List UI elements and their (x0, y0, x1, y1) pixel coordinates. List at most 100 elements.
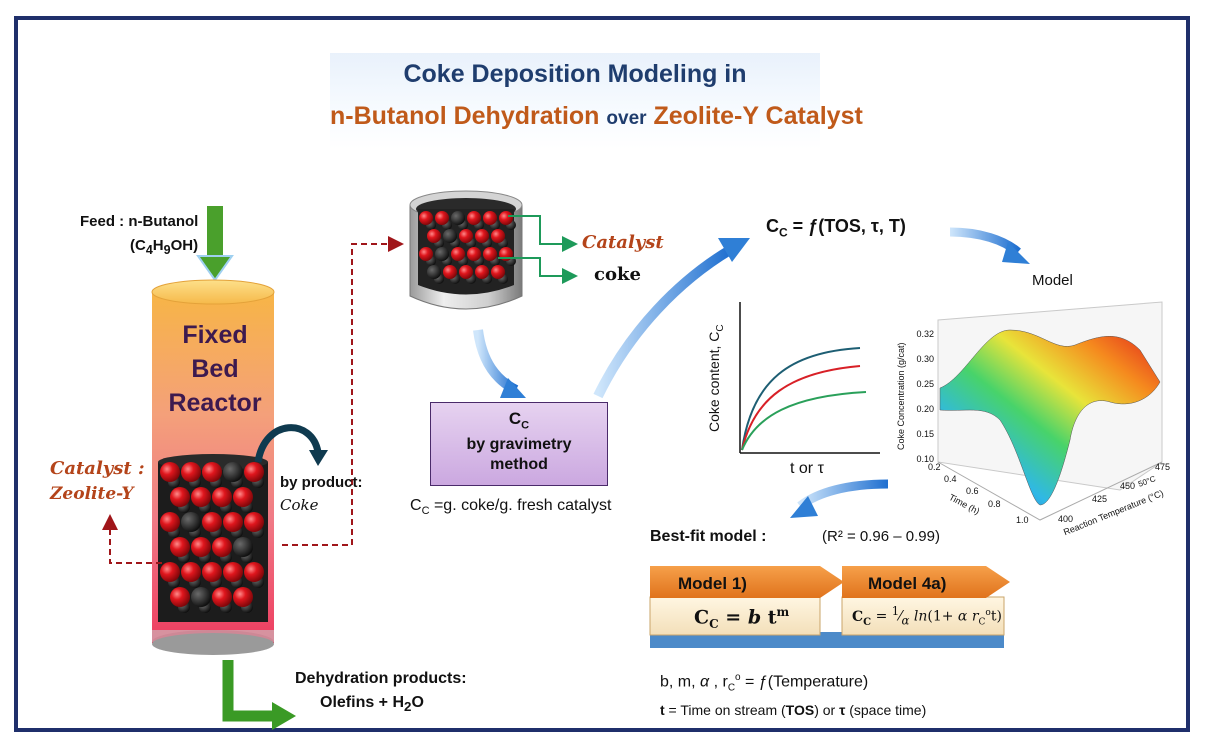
title-line-2-connector: over (606, 108, 647, 129)
feed-formula: (C4H9OH) (130, 237, 199, 257)
coke-particle (191, 587, 211, 607)
catalyst-bed (160, 462, 264, 613)
time-tick: 0.8 (988, 499, 1001, 509)
model2-title: Model 4a) (868, 574, 947, 593)
catalyst-particle (191, 537, 211, 557)
catalyst-particle (202, 512, 222, 532)
catalyst-particle (459, 229, 473, 243)
catalyst-particle (244, 462, 264, 482)
temp-tick: 400 (1058, 514, 1074, 524)
catalyst-particle (467, 247, 481, 261)
z-tick: 0.15 (916, 429, 934, 439)
product-arrow (222, 660, 296, 730)
cup-pointers (498, 215, 578, 284)
coke-particle (451, 211, 465, 225)
catalyst-particle (170, 537, 190, 557)
base-bar (650, 632, 1004, 648)
catalyst-particle (181, 562, 201, 582)
catalyst-particle (419, 247, 433, 261)
plot-xlabel: t or τ (790, 460, 824, 477)
model1-equation: CC = b tm (694, 605, 790, 632)
catalyst-particle (191, 487, 211, 507)
catalyst-name: Zeolite-Y (50, 484, 134, 504)
cup-coke-label: coke (594, 264, 641, 285)
arrow-method-to-function (593, 238, 750, 399)
model2-box (841, 596, 1005, 636)
z-tick: 0.20 (916, 404, 934, 414)
temp-tick: 425 (1092, 494, 1108, 504)
catalyst-label: Catalyst : (50, 458, 145, 479)
reactor-name-line-3: Reactor (168, 389, 262, 417)
reactor-name-line-2: Bed (191, 355, 239, 383)
catalyst-particle (244, 562, 264, 582)
catalyst-particle (467, 211, 481, 225)
z-tick: 0.32 (916, 329, 934, 339)
surface-z-label: Coke Concentration (g/cat) (896, 342, 906, 450)
model2-header (842, 566, 1010, 598)
catalyst-particle (233, 587, 253, 607)
title-line-2-part-1: n-Butanol Dehydration (330, 102, 600, 130)
catalyst-particle (212, 587, 232, 607)
time-note: t = Time on stream (TOS) or τ (space tim… (660, 702, 927, 718)
reactor-name-line-1: Fixed (182, 321, 248, 349)
catalyst-particle (499, 211, 513, 225)
products-label: Dehydration products: (295, 670, 467, 687)
model1-title: Model 1) (678, 574, 747, 593)
arrow-model-to-bestfit (790, 479, 889, 518)
catalyst-particle (170, 487, 190, 507)
curve-top (741, 347, 861, 451)
surface-floor (937, 461, 1163, 521)
arrow-function-to-model (949, 227, 1030, 264)
catalyst-particle (491, 265, 505, 279)
bestfit-label: Best-fit model : (650, 528, 767, 545)
coke-particle (181, 512, 201, 532)
coke-content-plot (739, 302, 880, 454)
time-tick: 0.6 (966, 486, 979, 496)
coke-particle (435, 247, 449, 261)
method-symbol: CC (508, 409, 530, 432)
catalyst-particle (244, 512, 264, 532)
time-tick: 1.0 (1016, 515, 1029, 525)
catalyst-particle (160, 512, 180, 532)
catalyst-particle (451, 247, 465, 261)
catalyst-particle (170, 587, 190, 607)
products-formula: Olefins + H2O (320, 694, 424, 715)
catalyst-particle (223, 512, 243, 532)
catalyst-particle (233, 487, 253, 507)
feed-label: Feed : n-Butanol (80, 213, 199, 230)
surface-mesh (939, 329, 1161, 506)
dashed-link-catalyst (102, 514, 162, 564)
model1-header (650, 566, 844, 598)
dashed-link-cup (282, 236, 404, 546)
outer-frame (14, 16, 1190, 732)
catalyst-particle (483, 211, 497, 225)
temp-tick: 450 (1120, 481, 1136, 491)
feed-arrow (196, 206, 234, 282)
z-tick: 0.25 (916, 379, 934, 389)
z-tick: 0.30 (916, 354, 934, 364)
catalyst-particle (459, 265, 473, 279)
cup-particles (419, 211, 516, 284)
title-line-2-part-2: Zeolite-Y Catalyst (653, 102, 863, 130)
catalyst-particle (475, 229, 489, 243)
temp-tick: 475 (1155, 462, 1171, 472)
catalyst-particle (427, 229, 441, 243)
coke-particle (233, 537, 253, 557)
surface-z-ticks: 0.32 0.30 0.25 0.20 0.15 0.10 (910, 322, 934, 472)
catalyst-particle (491, 229, 505, 243)
byproduct-arrow (254, 424, 328, 466)
time-tick: 0.4 (944, 474, 957, 484)
arrow-cup-to-method (473, 329, 526, 398)
catalyst-particle (419, 211, 433, 225)
time-tick: 0.2 (928, 462, 941, 472)
catalyst-particle (483, 247, 497, 261)
catalyst-particle (212, 537, 232, 557)
coke-particle (223, 462, 243, 482)
coke-particle (443, 229, 457, 243)
title-banner (330, 53, 820, 149)
byproduct-name: Coke (280, 496, 319, 514)
catalyst-particle (160, 562, 180, 582)
method-line-1: by gravimetry (466, 436, 572, 454)
method-line-2: method (490, 456, 548, 474)
